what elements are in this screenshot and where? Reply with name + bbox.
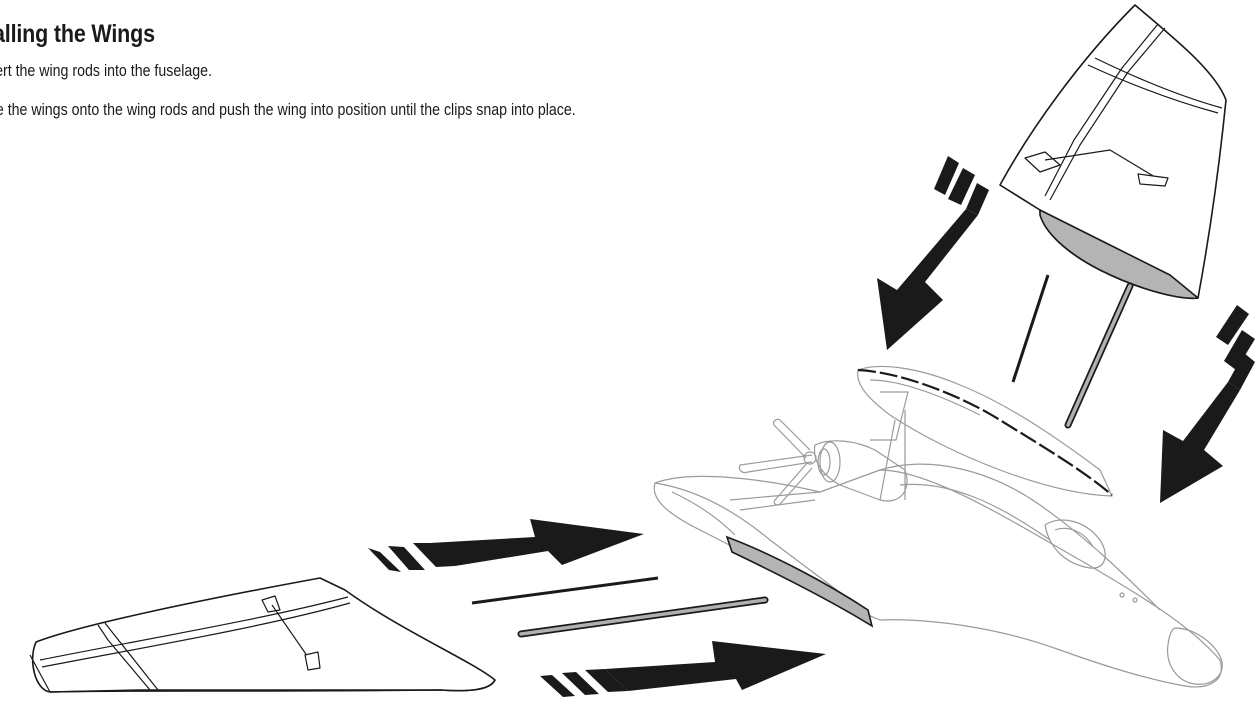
left-wing-rod-thick	[521, 600, 765, 634]
right-wing-rod-thin	[1013, 275, 1048, 382]
insert-arrow-diagonal-left	[877, 156, 989, 350]
fuselage	[654, 366, 1222, 686]
left-wing-rod-thin	[472, 578, 658, 603]
right-wing-panel	[1000, 5, 1226, 298]
right-wing-rod-thick	[1068, 286, 1130, 425]
fuselage-left-clip-slot	[727, 537, 872, 626]
insert-arrow-diagonal-right	[1160, 305, 1255, 503]
insert-arrow-lower	[540, 641, 826, 697]
insert-arrow-upper	[368, 519, 644, 572]
left-wing-panel	[30, 578, 495, 692]
